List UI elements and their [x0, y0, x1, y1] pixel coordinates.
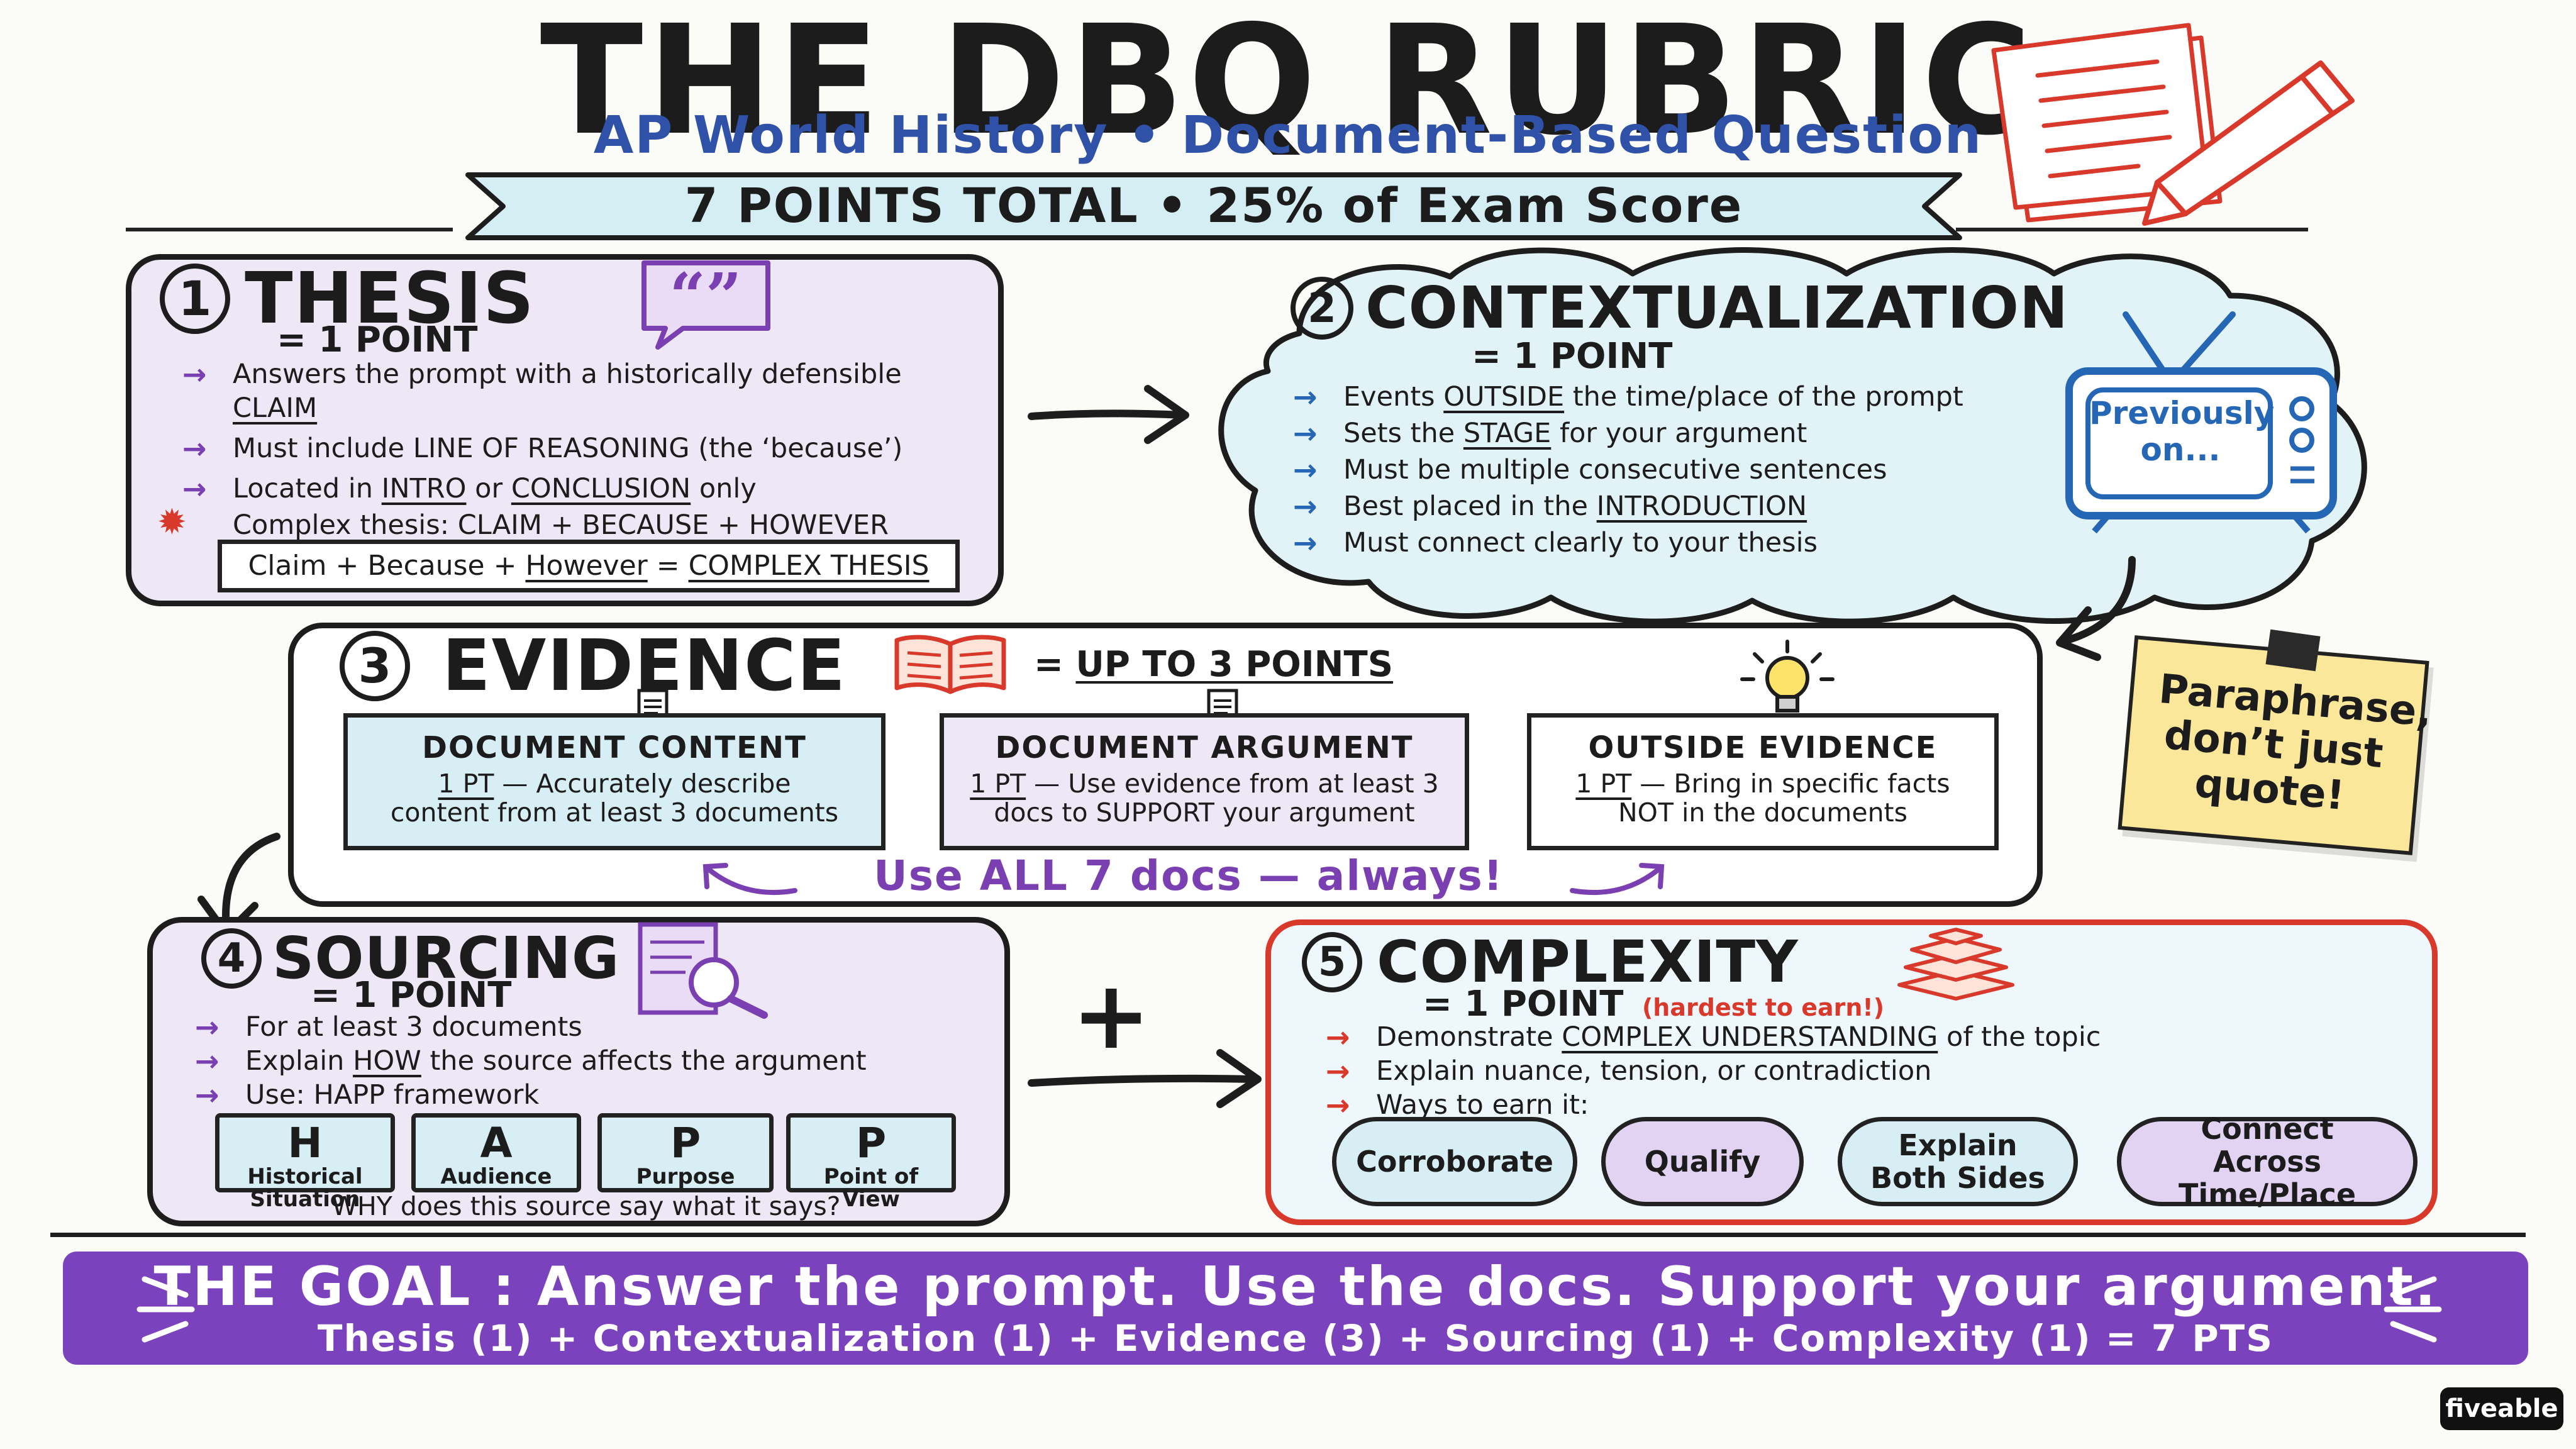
paraphrase-sticky-note: Paraphrase, don’t just quote! — [2118, 635, 2434, 855]
pill-corroborate: Corroborate — [1332, 1117, 1577, 1206]
document-argument-card: DOCUMENT ARGUMENT 1 PT — Use evidence fr… — [940, 713, 1469, 850]
goal-line: THE GOAL : Answer the prompt. Use the do… — [63, 1255, 2528, 1318]
complexity-number: 5 — [1302, 931, 1362, 992]
evidence-number: 3 — [340, 631, 410, 701]
papers-pencil-icon — [1991, 23, 2355, 226]
contextualization-number: 2 — [1291, 276, 1353, 340]
complexity-bullet-ways: →Ways to earn it: — [1326, 1088, 1589, 1122]
card-title: DOCUMENT ARGUMENT — [995, 730, 1414, 765]
card-body: 1 PT — Bring in specific facts NOT in th… — [1575, 769, 1950, 828]
sticky-note-text: Paraphrase, don’t just quote! — [2157, 665, 2434, 819]
sparkle-lines-icon — [2384, 1276, 2442, 1343]
pill-explain-both-sides: Explain Both Sides — [1838, 1117, 2078, 1206]
thesis-bullet-reasoning: →Must include LINE OF REASONING (the ‘be… — [182, 431, 903, 465]
thesis-heading: 1 THESIS — [160, 258, 535, 340]
contextualization-cloud — [1218, 247, 2367, 625]
goal-text: Answer the prompt. Use the docs. Support… — [536, 1255, 2438, 1318]
goal-label: THE GOAL : — [153, 1255, 516, 1318]
quote-bubble-icon: “” — [641, 259, 770, 350]
outside-evidence-card: OUTSIDE EVIDENCE 1 PT — Bring in specifi… — [1527, 713, 1999, 850]
contextualization-points: = 1 POINT — [1472, 336, 1673, 377]
curved-arrow-icon — [702, 863, 797, 896]
sourcing-bullet-how: →Explain HOW the source affects the argu… — [195, 1044, 867, 1078]
sourcing-bullet-happ: →Use: HAPP framework — [195, 1078, 540, 1112]
thesis-number: 1 — [160, 264, 230, 334]
goal-formula: Thesis (1) + Contextualization (1) + Evi… — [317, 1317, 2274, 1360]
layers-icon — [1897, 928, 2014, 1001]
curved-arrow-icon — [1570, 863, 1665, 896]
lightbulb-icon — [1740, 640, 1835, 713]
pill-connect-across: Connect Across Time/Place — [2117, 1113, 2418, 1211]
card-title: OUTSIDE EVIDENCE — [1588, 730, 1938, 765]
plus-sign: + — [1072, 961, 1151, 1070]
contextualization-bullets: →Events OUTSIDE the time/place of the pr… — [1293, 380, 2085, 560]
points-total-banner: 7 POINTS TOTAL • 25% of Exam Score — [684, 177, 1743, 233]
open-book-icon — [894, 635, 1006, 694]
complexity-bullet-nuance: →Explain nuance, tension, or contradicti… — [1326, 1054, 1932, 1088]
complexity-heading: 5 COMPLEXITY — [1302, 928, 1799, 996]
thesis-bullets: →Answers the prompt with a historically … — [157, 357, 987, 543]
thesis-bullet-complex: ✹Complex thesis: CLAIM + BECAUSE + HOWEV… — [157, 502, 889, 543]
arrow-to-complexity — [1028, 1049, 1262, 1108]
sourcing-why-question: WHY does this source say what it says? — [331, 1191, 841, 1221]
complex-thesis-formula: Claim + Because + However = COMPLEX THES… — [218, 540, 960, 592]
hardest-note: (hardest to earn!) — [1641, 994, 1885, 1021]
page-title: THE DBQ RUBRIC — [540, 0, 2036, 169]
goal-divider — [50, 1233, 2526, 1237]
thesis-title: THESIS — [245, 258, 535, 340]
sourcing-title: SOURCING — [272, 924, 620, 992]
card-title: DOCUMENT CONTENT — [422, 730, 807, 765]
complexity-title: COMPLEXITY — [1377, 928, 1799, 996]
sourcing-heading: 4 SOURCING — [201, 924, 619, 992]
context-bullet-sentences: →Must be multiple consecutive sentences — [1293, 453, 1887, 487]
thesis-bullet-claim: →Answers the prompt with a historically … — [182, 357, 902, 424]
arrow-to-contextualization — [1028, 385, 1189, 444]
tape-icon — [2265, 629, 2321, 672]
contextualization-heading: 2 CONTEXTUALIZATION — [1291, 274, 2068, 341]
sourcing-bullets: →For at least 3 documents →Explain HOW t… — [195, 1010, 987, 1112]
header-rule-right — [1956, 228, 2308, 231]
contextualization-title: CONTEXTUALIZATION — [1365, 274, 2068, 341]
evidence-points: = UP TO 3 POINTS — [1034, 644, 1394, 685]
fiveable-logo: fiveable — [2440, 1387, 2563, 1430]
tv-screen-text: Previously on... — [2089, 395, 2275, 468]
card-body: 1 PT — Accurately describe content from … — [390, 769, 839, 828]
sparkle-lines-icon — [136, 1276, 195, 1343]
thesis-bullet-location: →Located in INTRO or CONCLUSION only — [182, 472, 757, 506]
page-subtitle: AP World History • Document-Based Questi… — [593, 106, 1983, 165]
arrow-to-evidence — [2056, 556, 2136, 661]
complexity-bullet-demonstrate: →Demonstrate COMPLEX UNDERSTANDING of th… — [1326, 1020, 2101, 1054]
header-rule-left — [126, 228, 453, 231]
pill-qualify: Qualify — [1601, 1117, 1804, 1206]
magnifier-document-icon — [638, 922, 768, 1019]
complexity-points: = 1 POINT (hardest to earn!) — [1423, 984, 1885, 1024]
sourcing-bullet-documents: →For at least 3 documents — [195, 1010, 582, 1044]
context-bullet-connect: →Must connect clearly to your thesis — [1293, 526, 1818, 560]
context-bullet-placement: →Best placed in the INTRODUCTION — [1293, 489, 1807, 523]
context-bullet-stage: →Sets the STAGE for your argument — [1293, 416, 1807, 450]
banner-ribbon — [465, 172, 1962, 240]
sourcing-points: = 1 POINT — [311, 975, 512, 1016]
tv-icon — [2065, 311, 2337, 534]
use-all-docs-note: Use ALL 7 docs — always! — [874, 852, 1504, 900]
document-content-card: DOCUMENT CONTENT 1 PT — Accurately descr… — [343, 713, 886, 850]
goal-banner — [63, 1252, 2528, 1365]
sourcing-number: 4 — [201, 928, 262, 989]
star-burst-icon: ✹ — [157, 502, 187, 543]
complexity-bullets: →Demonstrate COMPLEX UNDERSTANDING of th… — [1326, 1020, 2420, 1122]
svg-text:“”: “” — [669, 259, 741, 333]
evidence-heading: 3 EVIDENCE — [340, 625, 847, 707]
thesis-points: = 1 POINT — [277, 319, 478, 360]
card-body: 1 PT — Use evidence from at least 3 docs… — [970, 769, 1439, 828]
context-bullet-outside: →Events OUTSIDE the time/place of the pr… — [1293, 380, 1963, 414]
